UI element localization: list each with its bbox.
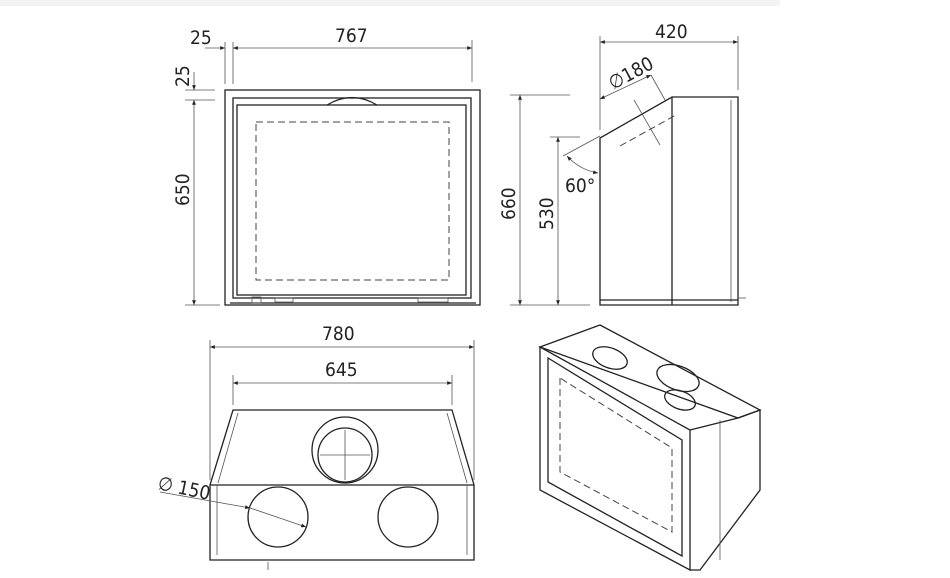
dim-front-height: 650 (172, 173, 194, 206)
top-strip (0, 0, 780, 6)
dim-depth: 420 (655, 21, 688, 43)
front-view (185, 40, 481, 306)
side-view (510, 36, 746, 306)
dim-top-outer-width: 780 (322, 323, 355, 345)
dim-frame-side: 25 (190, 27, 212, 49)
isometric-view (538, 324, 762, 572)
dim-flue-diameter: ∅180 (605, 53, 657, 95)
top-view (159, 340, 475, 570)
dim-frame-top: 25 (172, 65, 194, 87)
dim-duct-diameter: ∅ 150 (156, 472, 212, 505)
dim-front-height-530: 530 (536, 197, 558, 230)
dim-top-inner-width: 645 (325, 359, 358, 381)
dim-front-width: 767 (335, 25, 368, 47)
dim-angle: 60° (565, 175, 595, 197)
dim-side-height: 660 (498, 187, 520, 220)
